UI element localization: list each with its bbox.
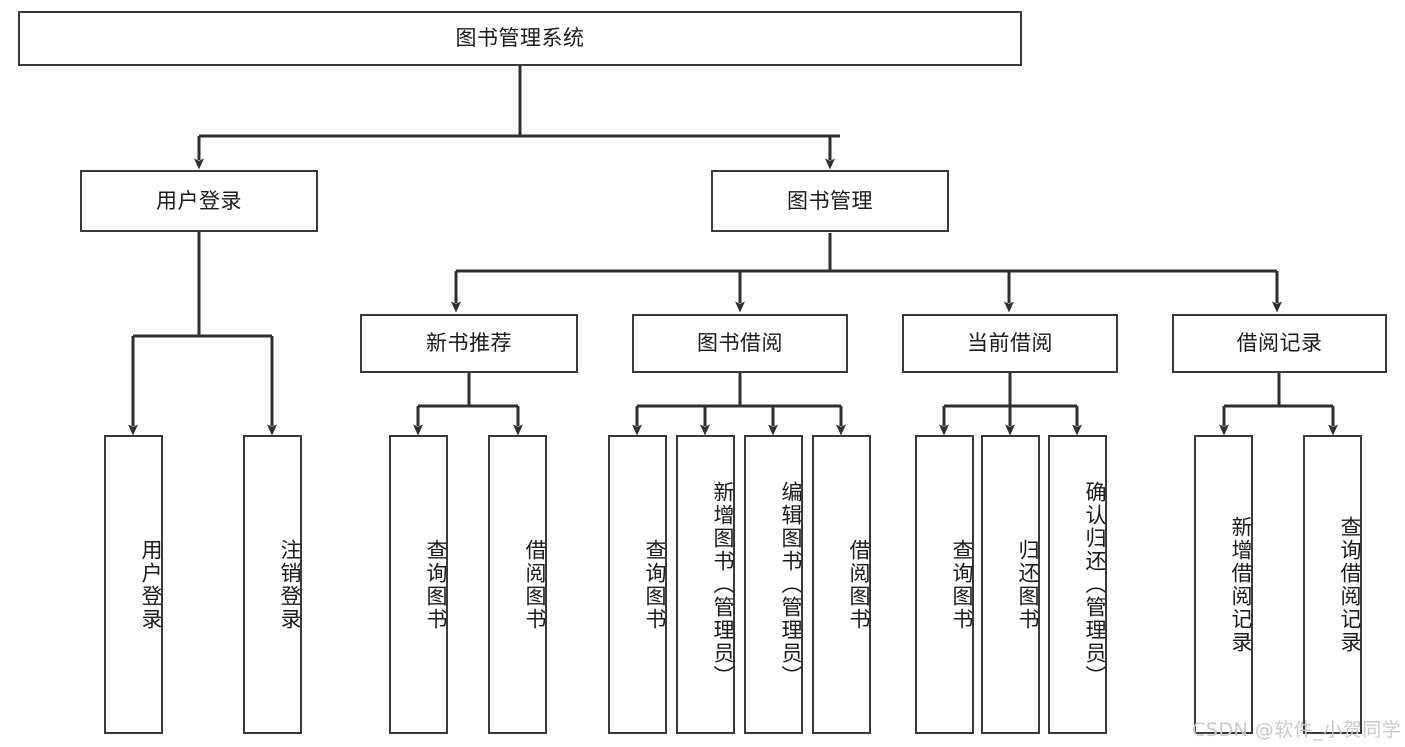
node-label: 新增借阅记录: [1229, 515, 1253, 654]
node-label: 确认归还（管理员）: [1083, 481, 1107, 688]
node-root-book-management-system[interactable]: 图书管理系统: [18, 11, 1022, 66]
node-current-borrowing[interactable]: 当前借阅: [902, 314, 1118, 373]
leaf-query-book-borrow[interactable]: 查询图书: [608, 435, 667, 734]
node-new-book-recommendation[interactable]: 新书推荐: [360, 314, 578, 373]
edge-userlogin-to-leaves: [128, 232, 277, 436]
edge-newbook-to-leaves: [413, 373, 523, 436]
node-label: 注销登录: [278, 538, 302, 631]
node-label: 编辑图书（管理员）: [779, 481, 803, 688]
node-label: 当前借阅: [967, 331, 1053, 356]
leaf-user-login[interactable]: 用户登录: [104, 435, 163, 734]
edge-bookborrow-to-leaves: [632, 373, 846, 436]
node-label: 借阅图书: [523, 538, 547, 631]
leaf-query-borrow-record[interactable]: 查询借阅记录: [1303, 435, 1362, 734]
node-label: 图书管理: [787, 188, 873, 213]
node-label: 用户登录: [139, 538, 163, 631]
node-label: 查询借阅记录: [1338, 515, 1362, 654]
leaf-logout[interactable]: 注销登录: [243, 435, 302, 734]
leaf-borrow-book-newbook[interactable]: 借阅图书: [488, 435, 547, 734]
node-user-login[interactable]: 用户登录: [80, 170, 318, 232]
edge-currentborrow-to-leaves: [939, 373, 1082, 436]
edge-root-to-level1: [194, 66, 840, 170]
leaf-confirm-return-admin[interactable]: 确认归还（管理员）: [1048, 435, 1107, 734]
leaf-query-book-newbook[interactable]: 查询图书: [389, 435, 448, 734]
leaf-return-book[interactable]: 归还图书: [981, 435, 1040, 734]
leaf-add-borrow-record[interactable]: 新增借阅记录: [1194, 435, 1253, 734]
node-label: 新书推荐: [426, 331, 512, 356]
node-label: 新增图书（管理员）: [711, 481, 735, 688]
csdn-watermark: CSDN @软件_小贺同学: [1192, 719, 1402, 741]
node-label: 图书管理系统: [455, 26, 585, 51]
node-borrowing-record[interactable]: 借阅记录: [1172, 314, 1387, 373]
leaf-add-book-admin[interactable]: 新增图书（管理员）: [676, 435, 735, 734]
node-label: 图书借阅: [697, 331, 783, 356]
node-label: 用户登录: [156, 188, 242, 213]
node-book-borrowing[interactable]: 图书借阅: [632, 314, 848, 373]
leaf-query-book-current[interactable]: 查询图书: [915, 435, 974, 734]
leaf-borrow-book-borrow[interactable]: 借阅图书: [812, 435, 871, 734]
node-label: 查询图书: [950, 538, 974, 631]
node-label: 借阅图书: [847, 538, 871, 631]
leaf-edit-book-admin[interactable]: 编辑图书（管理员）: [744, 435, 803, 734]
edge-bookmanage-to-level2: [451, 233, 1282, 313]
node-label: 查询图书: [424, 538, 448, 631]
node-book-management[interactable]: 图书管理: [711, 170, 949, 232]
node-label: 借阅记录: [1236, 331, 1323, 356]
node-label: 查询图书: [643, 538, 667, 631]
edge-borrowrecord-to-leaves: [1219, 373, 1338, 436]
node-label: 归还图书: [1016, 538, 1040, 631]
